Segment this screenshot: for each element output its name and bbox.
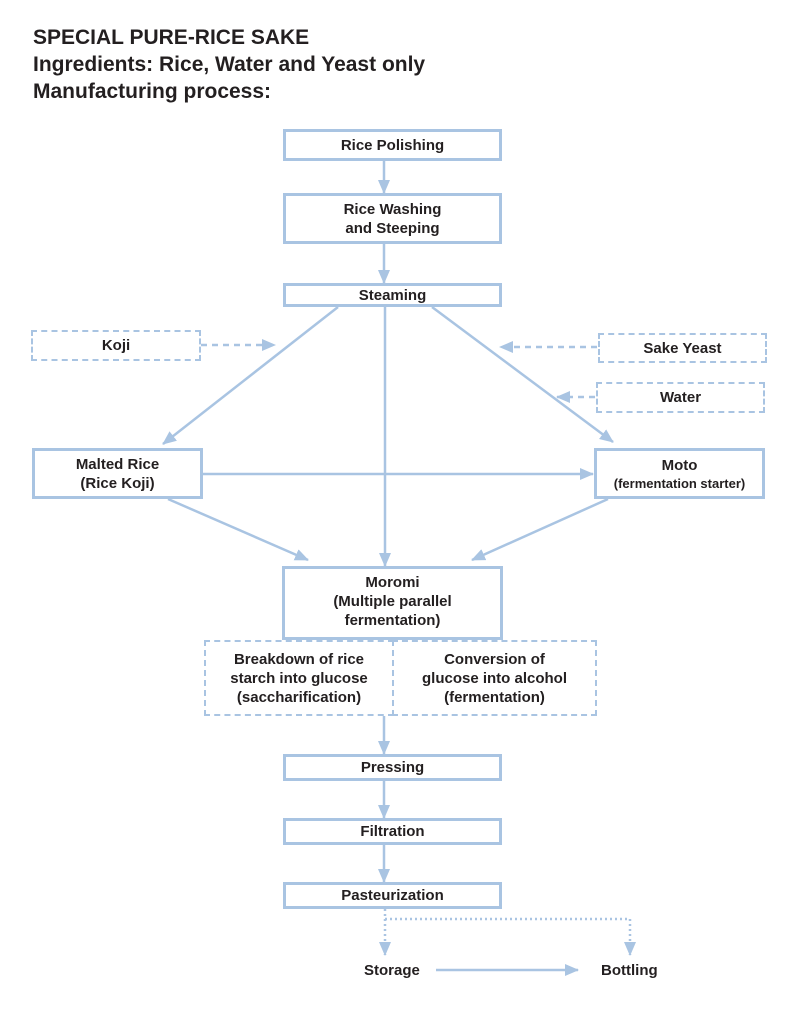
- diagram-title: SPECIAL PURE-RICE SAKE: [33, 26, 310, 49]
- storage-label: Storage: [364, 962, 420, 979]
- sake-yeast-box: Sake Yeast: [598, 333, 767, 363]
- arrow-steaming-to-moto: [431, 305, 614, 444]
- arrow-steaming-to-malted-rice: [162, 306, 339, 445]
- moto-box: Moto (fermentation starter): [594, 448, 765, 499]
- pasteurization-label: Pasteurization: [341, 887, 444, 904]
- arrow-malted-rice-to-moromi: [167, 497, 309, 562]
- filtration-box: Filtration: [283, 818, 502, 845]
- malted-rice-label-line-1: Malted Rice: [75, 455, 160, 473]
- bottling-label: Bottling: [601, 962, 658, 979]
- rice-washing-label-line-2: and Steeping: [345, 219, 440, 237]
- moto-label-line-2: (fermentation starter): [613, 475, 746, 491]
- pasteurization-box: Pasteurization: [283, 882, 502, 909]
- moto-label-line-1: Moto: [661, 456, 698, 474]
- process-heading: Manufacturing process:: [33, 80, 272, 103]
- rice-washing-label-line-1: Rice Washing: [343, 200, 442, 218]
- saccharification-box: Breakdown of rice starch into glucose (s…: [204, 640, 394, 716]
- saccharification-label-line-2: starch into glucose: [230, 669, 368, 687]
- koji-label: Koji: [101, 337, 131, 354]
- moromi-box: Moromi (Multiple parallel fermentation): [282, 566, 503, 640]
- saccharification-label-line-1: Breakdown of rice: [233, 650, 365, 668]
- moromi-label-line-2: (Multiple parallel: [333, 593, 452, 610]
- koji-box: Koji: [31, 330, 201, 361]
- dotted-split-line: [383, 909, 630, 921]
- rice-polishing-box: Rice Polishing: [283, 129, 502, 161]
- moromi-label-line-3: fermentation): [344, 612, 441, 629]
- fermentation-label-line-2: glucose into alcohol: [421, 669, 567, 687]
- filtration-label: Filtration: [360, 823, 425, 840]
- water-label: Water: [659, 389, 702, 406]
- moromi-label-line-1: Moromi: [365, 574, 420, 591]
- rice-washing-box: Rice Washing and Steeping: [283, 193, 502, 244]
- rice-polishing-label: Rice Polishing: [340, 136, 445, 154]
- fermentation-label-line-3: (fermentation): [444, 688, 545, 706]
- steaming-box: Steaming: [283, 283, 502, 307]
- water-box: Water: [596, 382, 765, 413]
- fermentation-label-line-1: Conversion of: [444, 650, 545, 668]
- fermentation-box: Conversion of glucose into alcohol (ferm…: [392, 640, 597, 716]
- pressing-box: Pressing: [283, 754, 502, 781]
- malted-rice-box: Malted Rice (Rice Koji): [32, 448, 203, 499]
- pressing-label: Pressing: [360, 759, 425, 776]
- ingredients-line: Ingredients: Rice, Water and Yeast only: [33, 53, 426, 76]
- saccharification-label-line-3: (saccharification): [236, 688, 362, 706]
- steaming-label: Steaming: [358, 286, 427, 304]
- sake-yeast-label: Sake Yeast: [643, 339, 722, 357]
- malted-rice-label-line-2: (Rice Koji): [80, 474, 155, 492]
- arrow-moto-to-moromi: [471, 497, 609, 562]
